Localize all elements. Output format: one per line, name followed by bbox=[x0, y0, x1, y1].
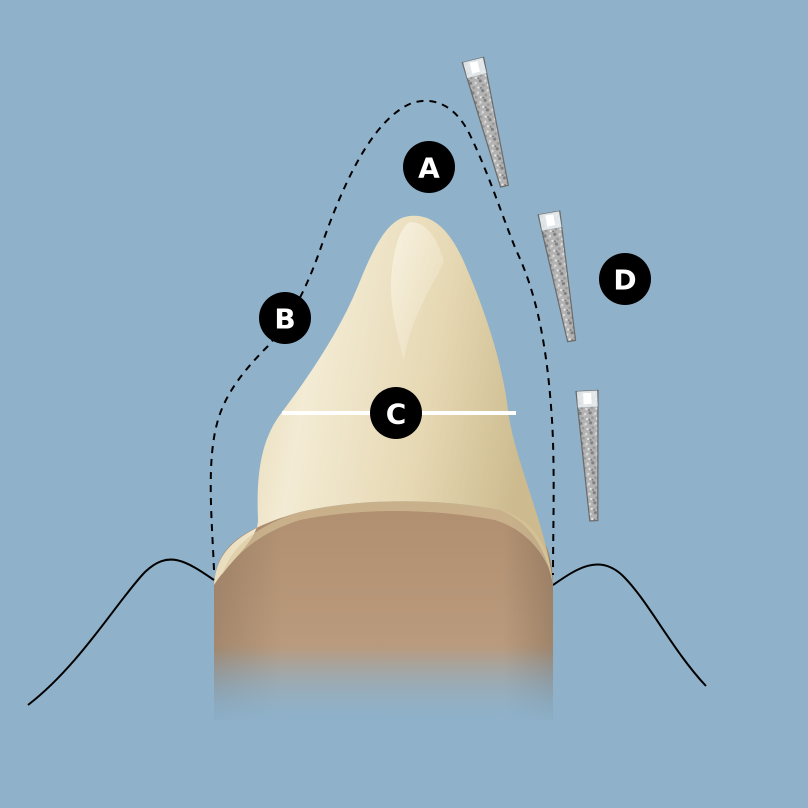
marker-d: D bbox=[599, 253, 651, 305]
augmentation-contour-dashed bbox=[209, 99, 555, 576]
tooth-root-block bbox=[200, 501, 570, 730]
marker-b: B bbox=[259, 292, 311, 344]
ridge-outline-left bbox=[27, 558, 215, 706]
marker-c: C bbox=[370, 387, 422, 439]
marker-d-label: D bbox=[613, 264, 636, 297]
marker-a-label: A bbox=[418, 152, 440, 185]
marker-b-label: B bbox=[274, 303, 295, 336]
graft-syringe-icon bbox=[461, 56, 516, 189]
ridge-outline-right bbox=[552, 563, 707, 687]
marker-c-label: C bbox=[386, 398, 407, 431]
marker-a: A bbox=[403, 141, 455, 193]
graft-syringe-icon bbox=[537, 210, 583, 343]
